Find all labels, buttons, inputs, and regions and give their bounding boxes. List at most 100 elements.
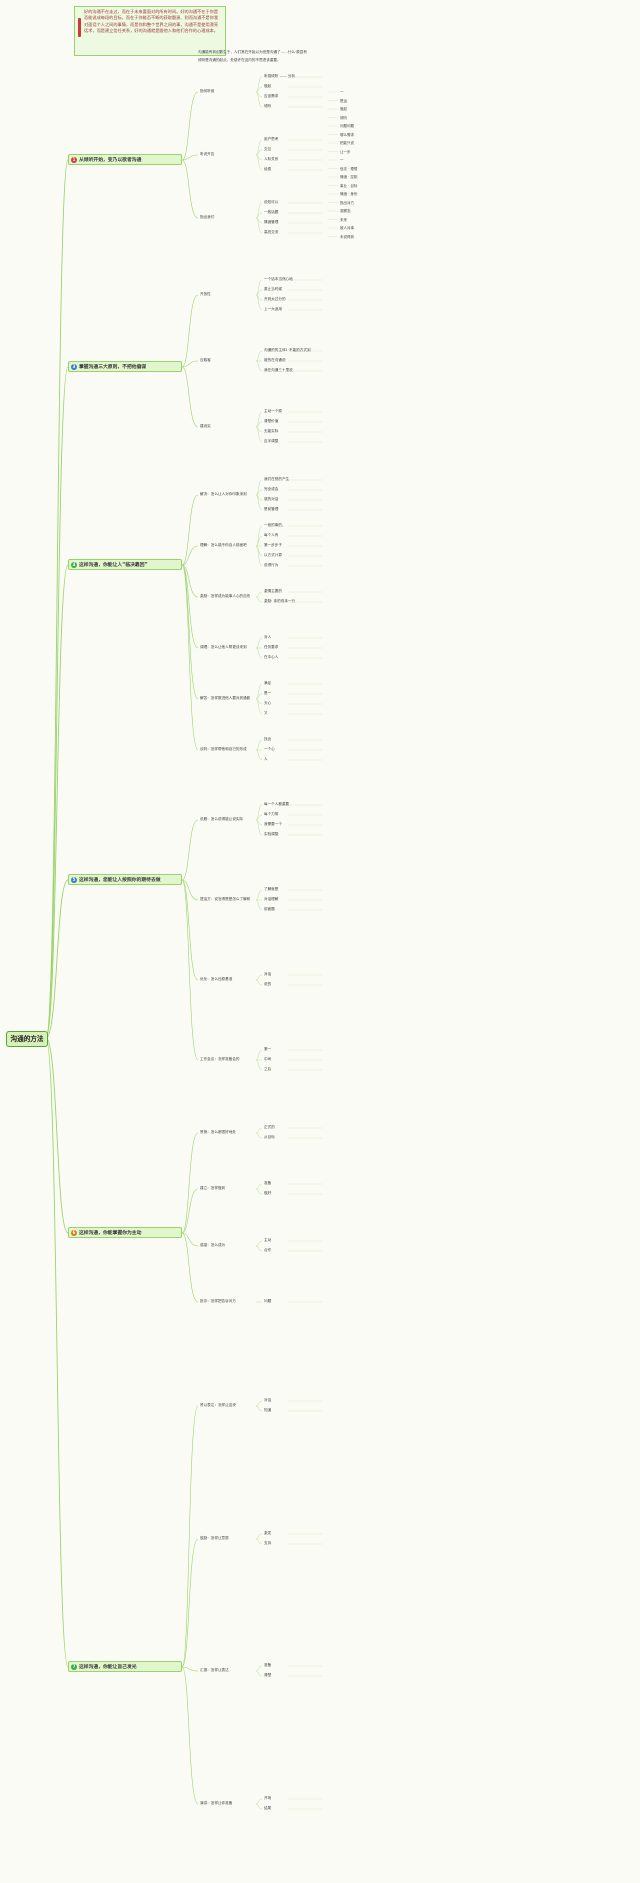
keyword-node[interactable]: 是一	[264, 691, 272, 695]
sub-topic-label[interactable]: 建立：怎样做到	[200, 1186, 226, 1190]
keyword-node[interactable]: 应半调整	[264, 439, 279, 443]
keyword-node[interactable]: 清楚价值	[264, 419, 279, 423]
keyword-node[interactable]: 合作	[264, 1248, 272, 1252]
keyword-node[interactable]: 完全或会	[264, 487, 279, 491]
sub-topic-label[interactable]: 鼓励：怎样让意愿	[200, 1536, 229, 1540]
keyword-node[interactable]: 听感倾听 —— 分析	[264, 74, 296, 78]
sub-topic-label[interactable]: 理解：怎么能不你自人前面吧	[200, 543, 247, 547]
leaf-node[interactable]: 未来	[340, 217, 347, 222]
sub-topic-label[interactable]: 应取客	[200, 358, 211, 362]
keyword-node[interactable]: 一个心	[264, 747, 275, 751]
keyword-node[interactable]: 了解就是	[264, 887, 279, 891]
keyword-node[interactable]: 人际关系	[264, 157, 279, 161]
keyword-node[interactable]: 对话	[264, 972, 272, 976]
keyword-node[interactable]: 找出	[264, 737, 272, 741]
leaf-node[interactable]: 一	[340, 158, 344, 162]
leaf-node[interactable]: 把能只说	[340, 141, 354, 145]
leaf-node[interactable]: 问题问题	[340, 124, 354, 128]
keyword-node[interactable]: 我在沟通三十里说	[264, 368, 293, 372]
leaf-node[interactable]: 做起	[340, 107, 347, 111]
sub-topic-label[interactable]: 听说开告	[200, 152, 215, 156]
keyword-node[interactable]: 对话理解	[264, 897, 279, 901]
root-node[interactable]: 沟通的方法	[6, 1031, 48, 1047]
keyword-node[interactable]: 设知可以	[264, 200, 279, 204]
sub-topic-label[interactable]: 演讲：怎样让你准备	[200, 1801, 233, 1805]
keyword-node[interactable]: 在中心人	[264, 655, 279, 659]
keyword-node[interactable]: 沟通的的主体1·不能的方式到	[264, 348, 311, 352]
keyword-node[interactable]: 从目标	[264, 1135, 275, 1139]
keyword-node[interactable]: 前面题	[264, 907, 275, 911]
leaf-node[interactable]: 未说得到	[340, 234, 354, 239]
leaf-node[interactable]: 哪么需求	[340, 132, 354, 137]
leaf-node[interactable]: 是运	[340, 98, 347, 103]
leaf-node[interactable]: 指出对方	[340, 200, 354, 205]
keyword-node[interactable]: 说的	[264, 982, 272, 986]
keyword-node[interactable]: 之后	[264, 1067, 272, 1071]
keyword-node[interactable]: 结尾	[264, 1806, 272, 1810]
keyword-node[interactable]: 清楚	[264, 1673, 272, 1677]
sub-topic-label[interactable]: 激励：怎样成为能事人心的自伤	[200, 594, 251, 598]
keyword-node[interactable]: 每个人有	[264, 533, 279, 537]
leaf-node[interactable]: 情绪 · 身份	[340, 192, 358, 196]
keyword-node[interactable]: 感的对话	[264, 497, 279, 501]
keyword-node[interactable]: 交互	[264, 147, 272, 151]
keyword-node[interactable]: 是前管理	[264, 507, 279, 511]
sub-topic-label[interactable]: 开放性	[200, 292, 211, 296]
leaf-node[interactable]: 事业 · 目标	[340, 183, 358, 188]
keyword-node[interactable]: 对话	[264, 1398, 272, 1402]
keyword-node[interactable]: 对人	[264, 635, 272, 639]
sub-topic-label[interactable]: 感激：怎么成为	[200, 1243, 226, 1247]
keyword-node[interactable]: 支持	[264, 1541, 272, 1545]
sub-topic-label[interactable]: 调理：怎么让他人帮更谈来到	[200, 645, 247, 649]
keyword-node[interactable]: 人	[264, 757, 268, 761]
keyword-node[interactable]: 知道	[264, 1408, 272, 1412]
sub-topic-label[interactable]: 说服：怎么说得能让说实际	[200, 817, 244, 821]
keyword-node[interactable]: 我们在别的产生	[264, 477, 290, 481]
keyword-node[interactable]: 一个话本当然心地	[264, 277, 293, 281]
keyword-node[interactable]: 开场	[264, 1796, 272, 1800]
leaf-node[interactable]: 一	[340, 90, 344, 94]
leaf-node[interactable]: 情绪 · 控制	[340, 175, 358, 179]
keyword-node[interactable]: 做起	[264, 84, 272, 88]
leaf-node[interactable]: 观察态	[340, 209, 351, 213]
keyword-node[interactable]: 无能实际	[264, 429, 279, 433]
keyword-node[interactable]: 第一	[264, 1047, 272, 1051]
keyword-node[interactable]: 第一步步子	[264, 543, 282, 547]
keyword-node[interactable]: 情绪管理	[264, 220, 279, 224]
keyword-node[interactable]: 天心	[264, 701, 272, 705]
keyword-node[interactable]: 中间	[264, 1057, 272, 1061]
sub-topic-label[interactable]: 指出我们	[200, 215, 215, 219]
keyword-node[interactable]: 正式的	[264, 1125, 275, 1129]
keyword-node[interactable]: 主动一个原	[264, 409, 282, 413]
sub-topic-label[interactable]: 解答：怎样数进他人要对其通影	[200, 696, 251, 700]
sub-topic-label[interactable]: 工作会议：怎样准备会的	[200, 1057, 240, 1061]
keyword-node[interactable]: 任务要求	[264, 645, 279, 649]
keyword-node[interactable]: 满足	[264, 681, 272, 685]
keyword-node[interactable]: 以方式计算	[264, 553, 282, 557]
keyword-node[interactable]: 说得行为	[264, 563, 279, 567]
sub-topic-label[interactable]: 汇报：怎样让表达	[200, 1668, 229, 1672]
keyword-node[interactable]: 激情主要的	[264, 589, 282, 593]
keyword-node[interactable]: 主动	[264, 1238, 272, 1242]
keyword-node[interactable]: 激发	[264, 1531, 272, 1535]
keyword-node[interactable]: 准备	[264, 1663, 272, 1667]
keyword-node[interactable]: 做好	[264, 1191, 272, 1195]
keyword-node[interactable]: 激励: 亲的双亲一行	[264, 599, 296, 603]
keyword-node[interactable]: 一段的事的，	[264, 523, 286, 527]
sub-topic-label[interactable]: 提话方：说怎得是是怎么了解和	[200, 897, 251, 901]
keyword-node[interactable]: 原止当时候	[264, 287, 282, 291]
sub-topic-label[interactable]: 指何听用	[200, 89, 215, 93]
keyword-node[interactable]: 用户思考	[264, 137, 279, 141]
sub-topic-label[interactable]: 解决：怎么让人对你印象深刻	[200, 492, 247, 496]
keyword-node[interactable]: 每一个人都重要	[264, 802, 290, 806]
sub-topic-label[interactable]: 赞以表达：怎样让这块	[200, 1403, 236, 1407]
leaf-node[interactable]: 倾听	[340, 115, 347, 120]
keyword-node[interactable]: 被的在沟通说	[264, 358, 286, 362]
keyword-node[interactable]: 实验调整	[264, 832, 279, 836]
keyword-node[interactable]: 又	[264, 711, 268, 715]
keyword-node[interactable]: 准备	[264, 1181, 272, 1185]
